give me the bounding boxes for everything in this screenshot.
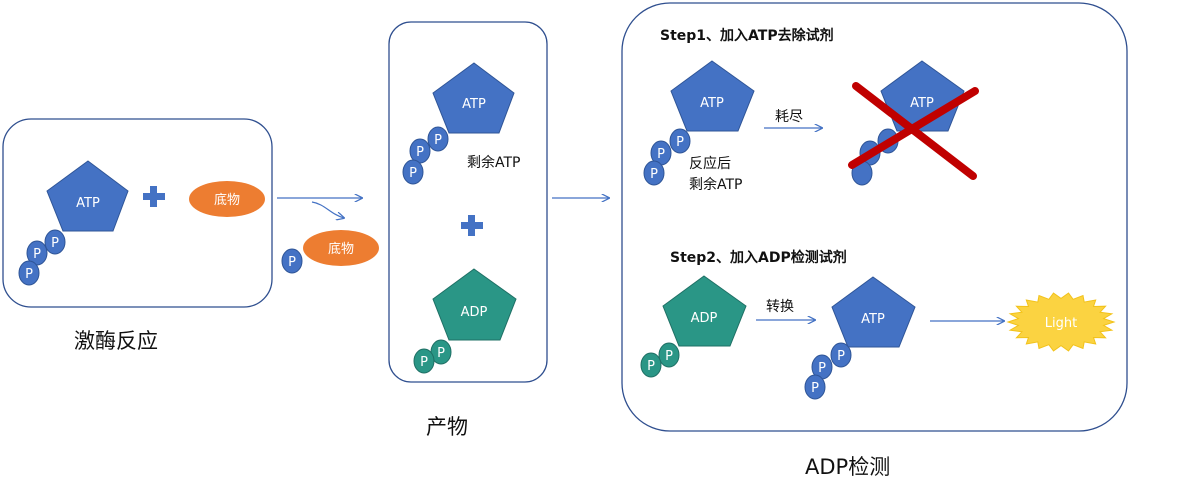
convert-label: 转换 [766, 298, 794, 315]
phosphate-1-label: P [665, 349, 673, 364]
remaining-line2: 剩余ATP [689, 176, 742, 193]
atp-label: ATP [462, 97, 486, 112]
phosphate-1 [669, 128, 691, 154]
product-caption: 产物 [426, 415, 468, 439]
substrate-label: 底物 [214, 192, 240, 208]
phosphate-2-label: P [420, 355, 428, 370]
atp-label: ATP [861, 312, 885, 327]
atp-pentagon [831, 276, 916, 348]
adp-label: ADP [691, 311, 718, 326]
phosphate-1 [658, 342, 680, 368]
kinase-reaction-box [2, 118, 273, 308]
step2-title: Step2、加入ADP检测试剂 [670, 249, 847, 266]
phosphate-3-label: P [25, 267, 33, 282]
phosphate-3 [643, 160, 665, 186]
product-substrate-label: 底物 [328, 241, 354, 257]
phosphate-1-label: P [437, 346, 445, 361]
step1-title: Step1、加入ATP去除试剂 [660, 27, 834, 44]
phosphorylation-curve-arrow [311, 201, 344, 218]
atp-pentagon [432, 62, 515, 134]
product-box [388, 21, 548, 383]
phosphate-2-label: P [818, 361, 826, 376]
phosphate-2-label: P [416, 145, 424, 160]
substrate-phosphate-label: P [288, 255, 296, 270]
remaining-atp-label: 剩余ATP [467, 154, 520, 171]
phosphate-3-label: P [811, 381, 819, 396]
phosphate-3-label: P [650, 167, 658, 182]
adp-molecule-step2: ADP P P [640, 275, 747, 378]
atp-molecule-remaining: ATP P P P [402, 62, 515, 185]
phosphate-1-label: P [837, 349, 845, 364]
cross-mark-icon [848, 82, 979, 180]
atp-pentagon [670, 60, 755, 132]
phosphate-2 [640, 352, 662, 378]
phosphate-1-label: P [434, 133, 442, 148]
phosphate-3 [804, 374, 826, 400]
atp-molecule-step1: ATP P P P [643, 60, 755, 186]
adp-detection-box [621, 2, 1128, 432]
atp-label: ATP [76, 196, 100, 211]
deplete-label: 耗尽 [775, 109, 803, 125]
phosphate-3-label: P [409, 166, 417, 181]
plus-icon [143, 186, 165, 207]
adp-pentagon [432, 268, 517, 341]
phosphate-1 [427, 126, 449, 152]
light-burst-icon: Light [1006, 292, 1116, 352]
adp-label: ADP [461, 305, 488, 320]
atp-label: ATP [700, 96, 724, 111]
phosphate-1-label: P [51, 236, 59, 251]
new-atp-molecule: ATP P P P [804, 276, 916, 400]
phosphorylated-substrate: 底物 P [281, 230, 379, 274]
phosphate-2-label: P [657, 147, 665, 162]
substrate-phosphate [281, 248, 303, 274]
adp-molecule: ADP P P [413, 268, 517, 374]
phosphate-1 [830, 342, 852, 368]
atp-label: ATP [910, 96, 934, 111]
atp-pentagon [46, 160, 129, 232]
phosphate-2-label: P [647, 359, 655, 374]
phosphate-2 [413, 348, 435, 374]
adp-detection-caption: ADP检测 [805, 455, 891, 479]
light-label: Light [1045, 316, 1077, 331]
kinase-reaction-caption: 激酶反应 [74, 329, 158, 353]
adp-pentagon [662, 275, 747, 347]
product-substrate-oval [303, 230, 379, 266]
substrate-oval: 底物 [189, 181, 265, 217]
phosphate-2-label: P [33, 247, 41, 262]
remaining-line1: 反应后 [689, 155, 731, 172]
phosphate-1 [44, 229, 66, 255]
plus-icon [461, 215, 483, 236]
phosphate-3 [18, 260, 40, 286]
phosphate-3 [402, 159, 424, 185]
phosphate-1-label: P [676, 135, 684, 150]
atp-molecule-reactant: ATP P P P [18, 160, 129, 286]
